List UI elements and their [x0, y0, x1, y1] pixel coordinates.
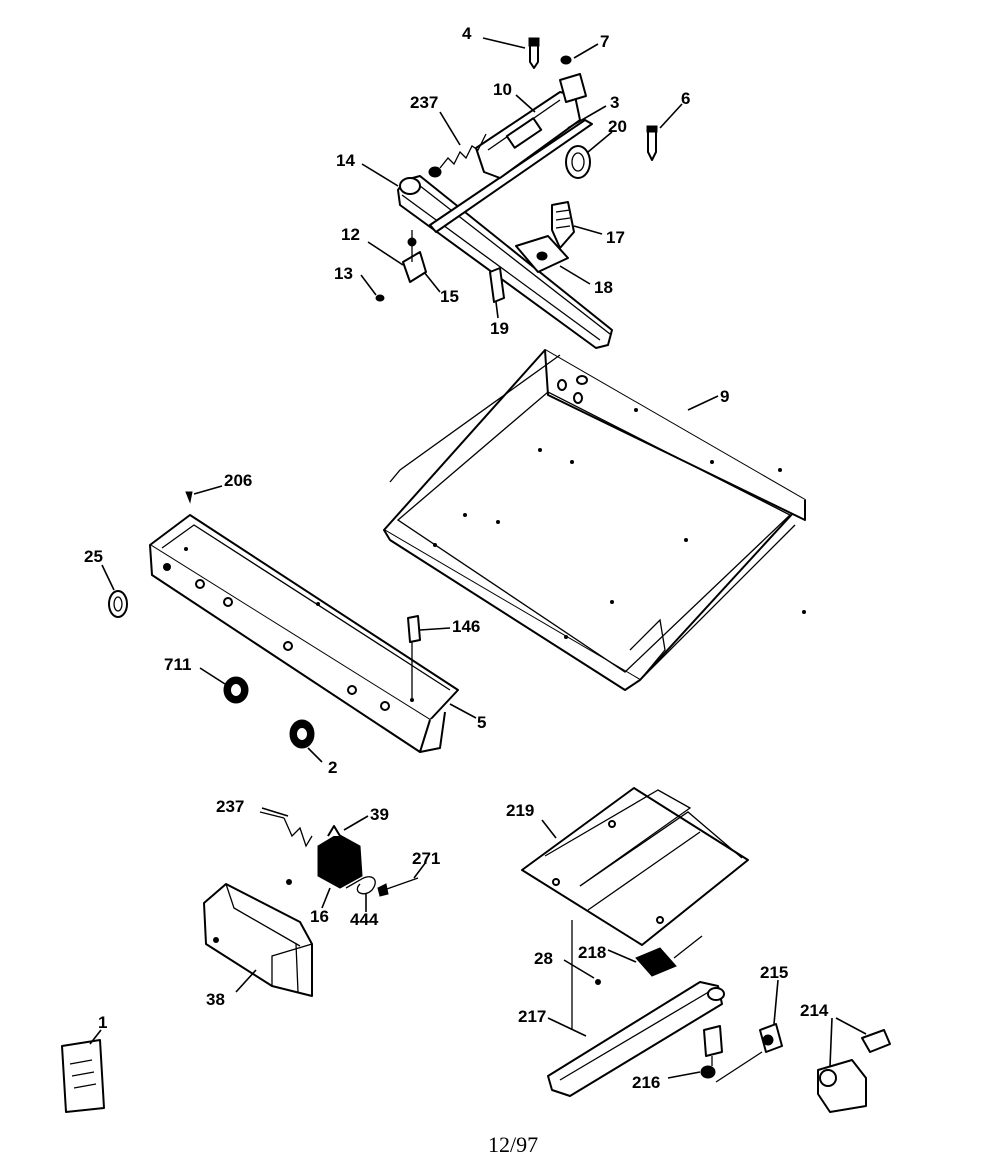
callout-18: 18 [594, 278, 613, 297]
owners-manual-icon [61, 1039, 105, 1113]
callout-217: 217 [518, 1007, 546, 1026]
callout-219: 219 [506, 801, 534, 820]
date-code: 12/97 [488, 1132, 538, 1157]
callout-218: 218 [578, 943, 606, 962]
callout-214: 214 [800, 1001, 829, 1020]
callout-12: 12 [341, 225, 360, 244]
callout-1: 1 [98, 1013, 107, 1032]
callout-13: 13 [334, 264, 353, 283]
callout-237-lower: 237 [216, 797, 244, 816]
callout-25: 25 [84, 547, 103, 566]
callout-237: 237 [410, 93, 438, 112]
callout-9: 9 [720, 387, 729, 406]
callout-38: 38 [206, 990, 225, 1009]
callout-216: 216 [632, 1073, 660, 1092]
callout-15: 15 [440, 287, 459, 306]
callout-444: 444 [350, 910, 379, 929]
callout-206: 206 [224, 471, 252, 490]
lower-burner-assembly [521, 787, 891, 1113]
callout-7: 7 [600, 32, 609, 51]
callout-16: 16 [310, 907, 329, 926]
control-panel [108, 491, 459, 753]
callout-5: 5 [477, 713, 486, 732]
callout-19: 19 [490, 319, 509, 338]
callout-2: 2 [328, 758, 337, 777]
callout-146: 146 [452, 617, 480, 636]
callout-labels: 4 7 10 3 237 6 20 14 17 12 13 15 18 19 9… [84, 24, 829, 1092]
callout-28: 28 [534, 949, 553, 968]
callout-215: 215 [760, 963, 788, 982]
callout-39: 39 [370, 805, 389, 824]
callout-3: 3 [610, 93, 619, 112]
callout-6: 6 [681, 89, 690, 108]
callout-4: 4 [462, 24, 472, 43]
callout-20: 20 [608, 117, 627, 136]
leader-lines [89, 37, 867, 1079]
manifold-assembly [375, 37, 658, 349]
callout-711: 711 [164, 655, 191, 674]
burner-box [383, 349, 806, 691]
callout-271: 271 [412, 849, 440, 868]
callout-17: 17 [606, 228, 625, 247]
callout-14: 14 [336, 151, 355, 170]
callout-10: 10 [493, 80, 512, 99]
igniter-assembly [203, 811, 419, 997]
